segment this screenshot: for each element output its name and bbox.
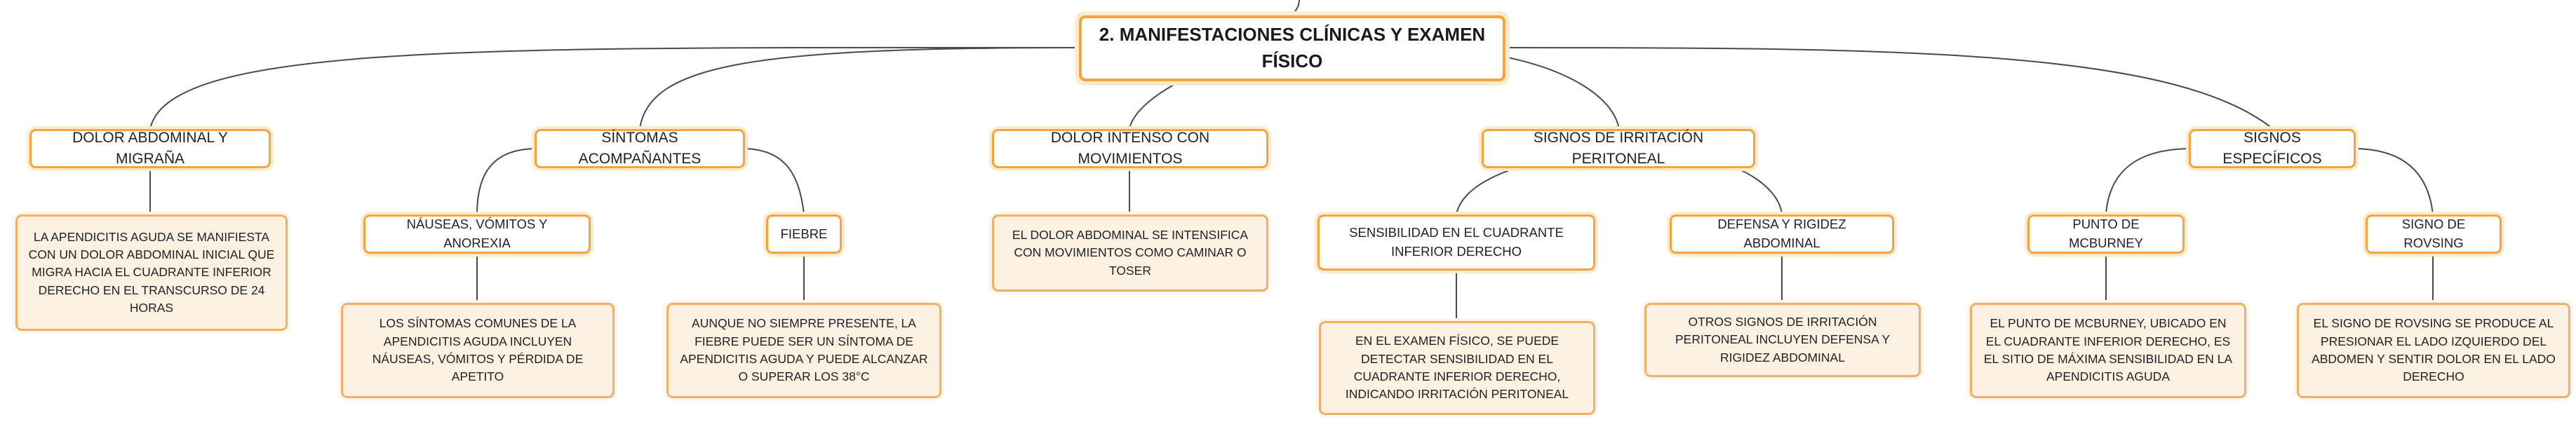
detail-defensa[interactable]: OTROS SIGNOS DE IRRITACIÓN PERITONEAL IN… — [1644, 303, 1921, 377]
link-root-dolor-intenso — [1129, 78, 1186, 130]
subbranch-mcburney[interactable]: PUNTO DE MCBURNEY — [2027, 214, 2185, 254]
subbranch-rovsing[interactable]: SIGNO DE ROVSING — [2366, 214, 2502, 254]
detail-dolor-intenso[interactable]: EL DOLOR ABDOMINAL SE INTENSIFICA CON MO… — [992, 214, 1268, 292]
branch-irritacion-peritoneal[interactable]: SIGNOS DE IRRITACIÓN PERITONEAL — [1482, 129, 1755, 168]
detail-sensibilidad[interactable]: EN EL EXAMEN FÍSICO, SE PUEDE DETECTAR S… — [1319, 321, 1595, 415]
link-root-irritacion — [1501, 55, 1620, 130]
link-especificos-rovsing — [2352, 148, 2434, 215]
branch-sintomas-acompanantes[interactable]: SÍNTOMAS ACOMPAÑANTES — [535, 129, 745, 168]
link-irritacion-defensa — [1736, 168, 1783, 215]
link-sintomas-nauseas — [476, 148, 538, 215]
link-irritacion-sensibilidad — [1456, 168, 1516, 215]
subbranch-defensa[interactable]: DEFENSA Y RIGIDEZ ABDOMINAL — [1670, 214, 1894, 254]
detail-nauseas[interactable]: LOS SÍNTOMAS COMUNES DE LA APENDICITIS A… — [341, 303, 615, 398]
link-root-dolor-abdominal — [149, 46, 1082, 130]
subbranch-fiebre[interactable]: FIEBRE — [766, 214, 842, 254]
link-especificos-mcburney — [2105, 148, 2192, 215]
branch-signos-especificos[interactable]: SIGNOS ESPECÍFICOS — [2189, 129, 2356, 168]
root-node[interactable]: 2. MANIFESTACIONES CLÍNICAS Y EXAMEN FÍS… — [1079, 15, 1505, 81]
link-sintomas-fiebre — [742, 148, 805, 215]
link-root-sintomas — [639, 47, 1082, 130]
parent-connector — [1292, 0, 1300, 16]
detail-mcburney[interactable]: EL PUNTO DE MCBURNEY, UBICADO EN EL CUAD… — [1970, 303, 2246, 398]
link-root-signos-especificos — [1505, 47, 2274, 130]
branch-dolor-abdominal[interactable]: DOLOR ABDOMINAL Y MIGRAÑA — [29, 129, 271, 168]
branch-dolor-intenso[interactable]: DOLOR INTENSO CON MOVIMIENTOS — [992, 129, 1268, 168]
detail-fiebre[interactable]: AUNQUE NO SIEMPRE PRESENTE, LA FIEBRE PU… — [666, 303, 941, 398]
subbranch-nauseas[interactable]: NÁUSEAS, VÓMITOS Y ANOREXIA — [363, 214, 591, 254]
detail-rovsing[interactable]: EL SIGNO DE ROVSING SE PRODUCE AL PRESIO… — [2297, 303, 2570, 398]
detail-dolor-abdominal[interactable]: LA APENDICITIS AGUDA SE MANIFIESTA CON U… — [15, 214, 288, 331]
subbranch-sensibilidad[interactable]: SENSIBILIDAD EN EL CUADRANTE INFERIOR DE… — [1317, 214, 1595, 271]
